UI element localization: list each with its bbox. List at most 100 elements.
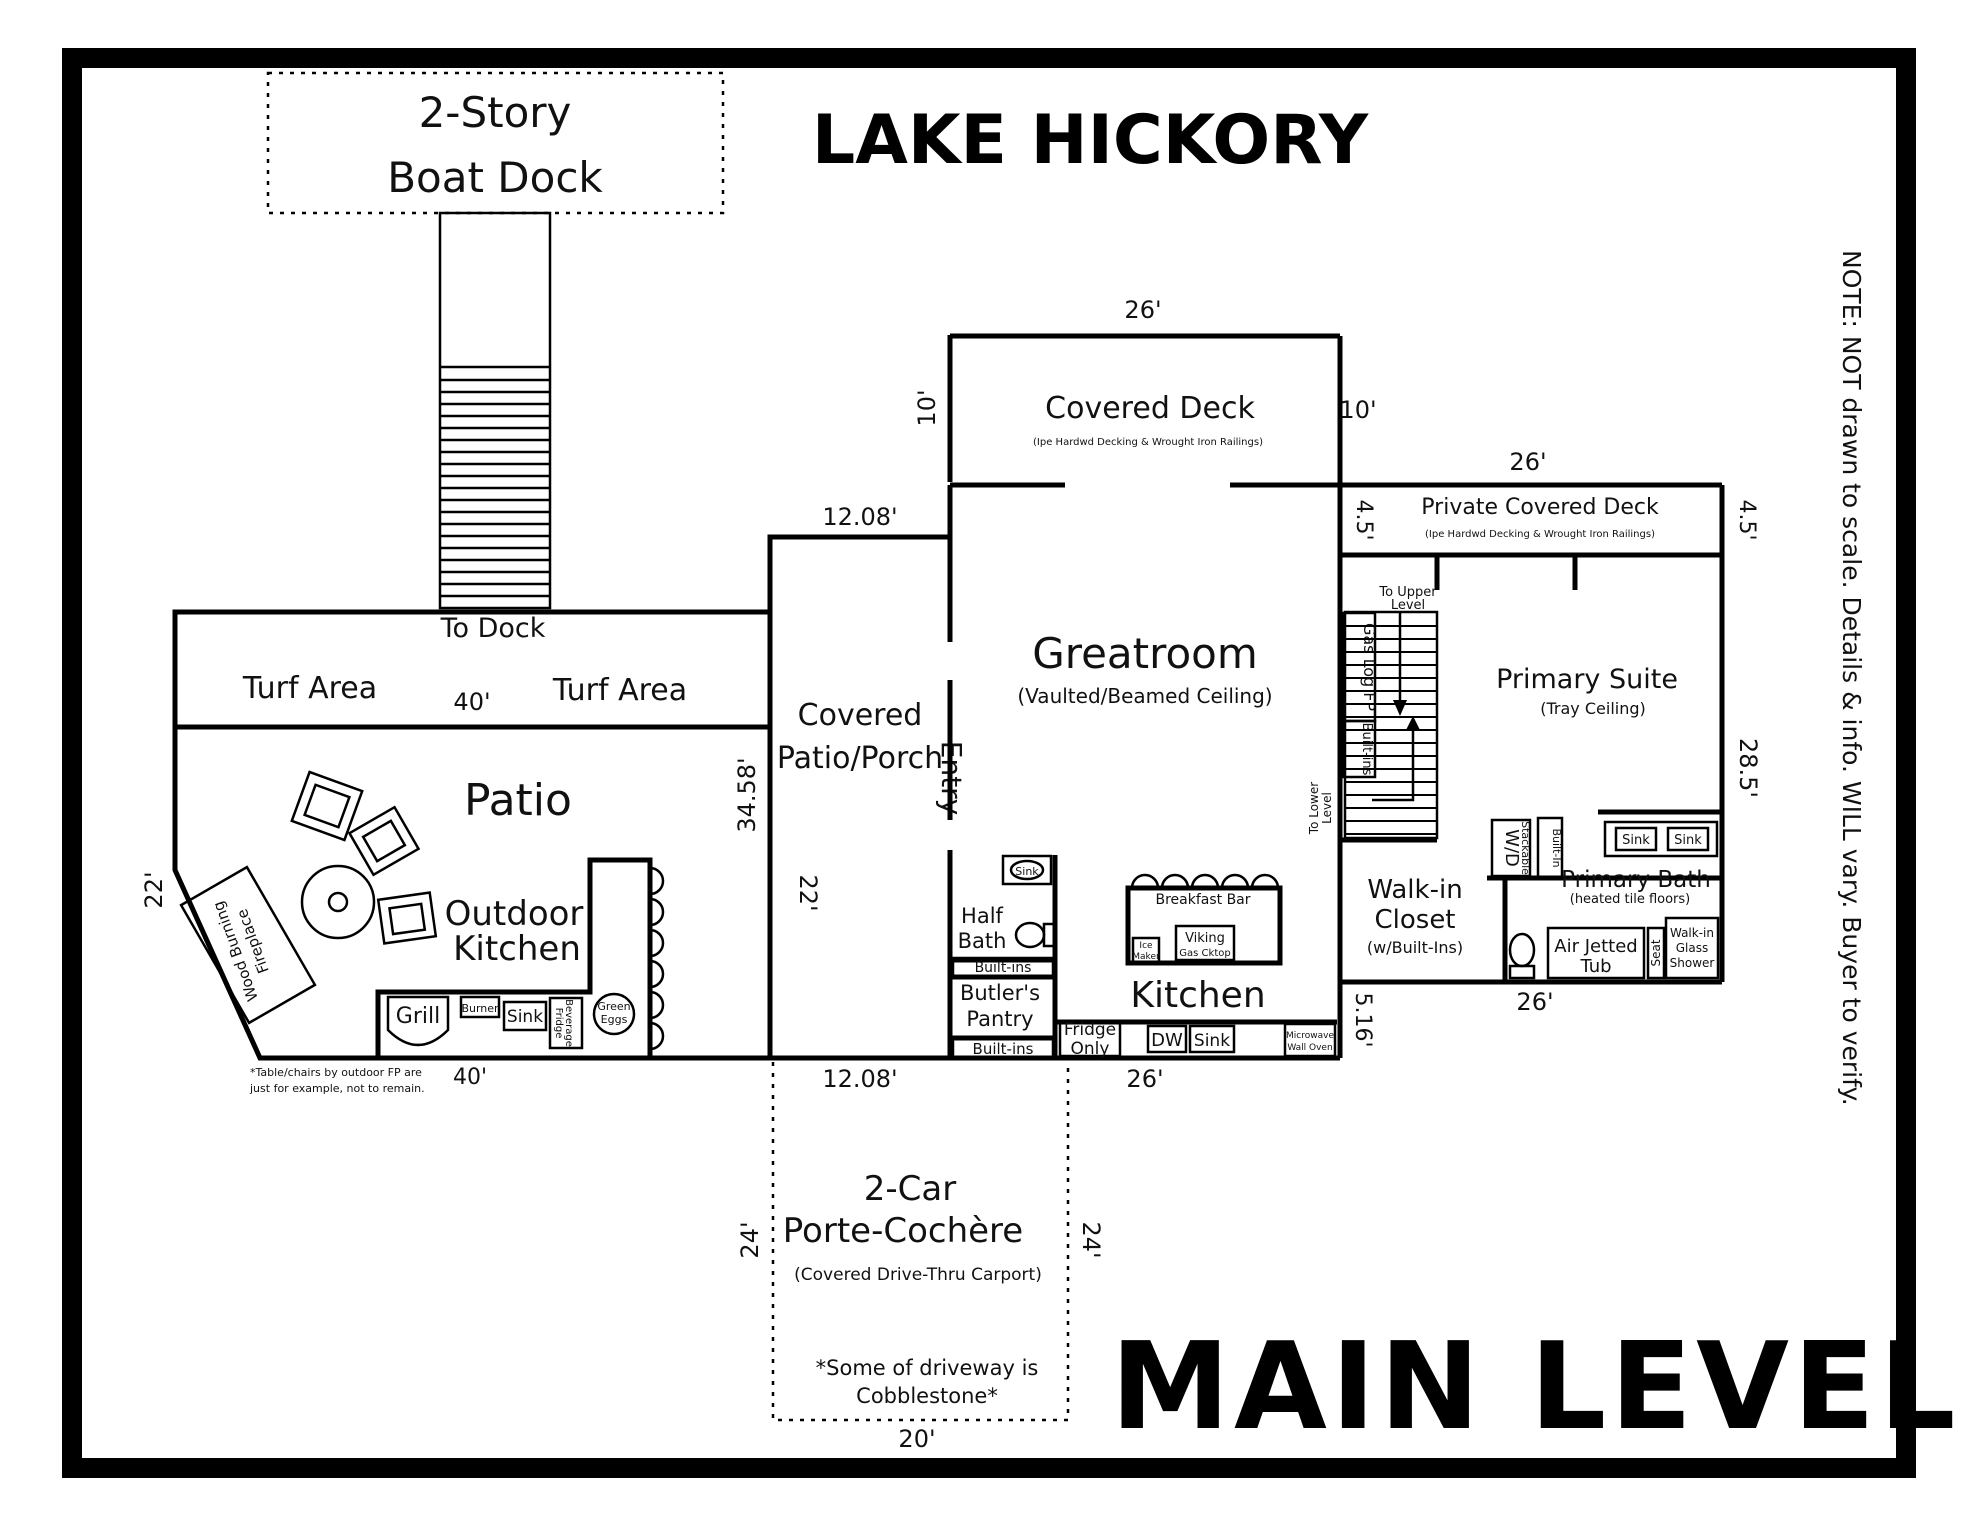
dim-10-right: 10' bbox=[1339, 396, 1376, 424]
to-upper-1: To Upper bbox=[1378, 585, 1437, 600]
bar-stool bbox=[649, 959, 665, 989]
kitchen-island bbox=[1125, 885, 1283, 966]
covered-deck-detail: (Ipe Hardwd Decking & Wrought Iron Raili… bbox=[1033, 437, 1263, 448]
dock-label-2: Boat Dock bbox=[387, 153, 603, 202]
dim-3458: 34.58' bbox=[733, 757, 761, 832]
to-upper-2: Level bbox=[1391, 598, 1425, 613]
walkin-closet-detail: (w/Built-Ins) bbox=[1367, 938, 1463, 957]
to-lower-2: Level bbox=[1320, 792, 1334, 824]
built-in-suite-label: Built-In bbox=[1550, 828, 1563, 867]
ice-maker-1: Ice bbox=[1139, 941, 1153, 951]
dim-40-bottom: 40' bbox=[453, 1065, 487, 1090]
dim-1208-bottom: 12.08' bbox=[822, 1065, 897, 1093]
microwave-2: Wall Oven bbox=[1287, 1043, 1332, 1053]
dim-285: 28.5' bbox=[1734, 738, 1762, 798]
built-ins-fp bbox=[1341, 719, 1377, 779]
kitchen-label: Kitchen bbox=[1130, 975, 1265, 1016]
dim-45-right: 4.5' bbox=[1734, 499, 1759, 540]
dim-516: 5.16' bbox=[1350, 992, 1375, 1047]
turf-area-left: Turf Area bbox=[242, 671, 377, 706]
shower-seat bbox=[1646, 926, 1666, 980]
covered-deck-label: Covered Deck bbox=[1045, 391, 1255, 426]
microwave-1: Microwave bbox=[1286, 1031, 1334, 1041]
driveway-note-2: Cobblestone* bbox=[856, 1384, 998, 1408]
burner bbox=[459, 995, 501, 1019]
ice-maker bbox=[1131, 936, 1161, 964]
built-ins-half-bath: Built-ins bbox=[975, 960, 1032, 976]
beverage-fridge-1: Beverage bbox=[563, 999, 574, 1047]
beverage-fridge bbox=[548, 996, 584, 1050]
kitchen-sink-label: Sink bbox=[1194, 1031, 1230, 1051]
bath-sink-1 bbox=[1614, 826, 1658, 852]
porte-cochere bbox=[771, 1062, 1070, 1422]
pantry-walls bbox=[950, 855, 1058, 1059]
kitchen-counter bbox=[1055, 1019, 1337, 1058]
viking-2: Gas Cktop bbox=[1179, 948, 1230, 959]
viking-cooktop bbox=[1174, 924, 1236, 962]
primary-bath-detail: (heated tile floors) bbox=[1570, 892, 1691, 907]
private-deck-detail: (Ipe Hardwd Decking & Wrought Iron Raili… bbox=[1425, 529, 1655, 540]
green-egg-2: Eggs bbox=[601, 1013, 628, 1026]
covered-porch bbox=[767, 534, 950, 1058]
covered-patio-1: Covered bbox=[798, 698, 923, 733]
primary-suite-label: Primary Suite bbox=[1496, 664, 1678, 695]
washer-dryer bbox=[1490, 818, 1532, 878]
island-stool bbox=[1160, 873, 1190, 889]
dim-24-left: 24' bbox=[736, 1221, 764, 1258]
dock-walkway bbox=[438, 211, 552, 610]
porte-cochere-2: Porte-Cochère bbox=[783, 1211, 1023, 1251]
shower-2: Glass bbox=[1676, 941, 1709, 955]
bar-stool bbox=[649, 928, 665, 958]
fridge-only-2: Only bbox=[1071, 1039, 1110, 1059]
primary-suite-detail: (Tray Ceiling) bbox=[1540, 699, 1646, 718]
shower-3: Shower bbox=[1670, 956, 1715, 970]
stackable-label: Stackable bbox=[1519, 821, 1532, 875]
bath-walls bbox=[1340, 809, 1722, 982]
dim-45-left: 4.5' bbox=[1351, 499, 1376, 540]
green-egg-1: Green bbox=[597, 1000, 630, 1013]
half-bath-1: Half bbox=[961, 904, 1003, 928]
porte-cochere-1: 2-Car bbox=[864, 1169, 956, 1209]
private-deck-label: Private Covered Deck bbox=[1421, 495, 1659, 520]
dim-26-top: 26' bbox=[1124, 296, 1161, 324]
butlers-pantry-2: Pantry bbox=[966, 1007, 1033, 1031]
driveway-note-1: *Some of driveway is bbox=[816, 1356, 1039, 1380]
bath-sink-1-label: Sink bbox=[1622, 833, 1650, 848]
air-tub-1: Air Jetted bbox=[1554, 936, 1637, 957]
island-stool bbox=[1190, 873, 1220, 889]
turf-area-right: Turf Area bbox=[552, 673, 687, 708]
vanity-counter bbox=[1603, 820, 1719, 858]
built-ins-fp-label: Built-ins bbox=[1359, 723, 1374, 776]
island-stool bbox=[1220, 873, 1250, 889]
page-frame bbox=[62, 48, 1916, 1478]
dock-label-1: 2-Story bbox=[419, 88, 572, 137]
wood-fireplace: Wood Burning Fireplace bbox=[179, 865, 317, 1025]
dim-26-deck: 26' bbox=[1509, 448, 1546, 476]
fridge-only-1: Fridge bbox=[1064, 1020, 1116, 1040]
wd-label: W/D bbox=[1501, 829, 1522, 867]
built-ins-pantry: Built-ins bbox=[973, 1040, 1034, 1058]
dim-22-porch: 22' bbox=[794, 874, 822, 911]
shower-1: Walk-in bbox=[1670, 926, 1714, 940]
bath-toilet bbox=[1508, 932, 1536, 980]
half-bath-2: Bath bbox=[958, 929, 1007, 953]
porte-cochere-detail: (Covered Drive-Thru Carport) bbox=[794, 1265, 1042, 1285]
half-bath-basin bbox=[1009, 859, 1045, 881]
half-bath-toilet bbox=[1014, 921, 1056, 949]
dim-22-left: 22' bbox=[140, 871, 168, 908]
plan-title: LAKE HICKORY bbox=[812, 101, 1369, 180]
island-stool bbox=[1250, 873, 1280, 889]
dim-1208-top: 12.08' bbox=[822, 503, 897, 531]
bar-stool bbox=[649, 990, 665, 1020]
outdoor-sink-label: Sink bbox=[507, 1007, 543, 1027]
bar-stool bbox=[649, 1021, 665, 1051]
svg-text:Grill: Grill bbox=[396, 1004, 440, 1029]
to-lower-1: To Lower bbox=[1307, 782, 1321, 835]
air-tub-2: Tub bbox=[1579, 956, 1611, 977]
outdoor-sink bbox=[502, 1000, 548, 1032]
walkin-shower bbox=[1664, 916, 1720, 980]
outdoor-kitchen-2: Kitchen bbox=[453, 929, 581, 969]
table-note-2: just for example, not to remain. bbox=[249, 1082, 425, 1095]
dim-26-bottom: 26' bbox=[1126, 1065, 1163, 1093]
table-note-1: *Table/chairs by outdoor FP are bbox=[250, 1066, 422, 1079]
